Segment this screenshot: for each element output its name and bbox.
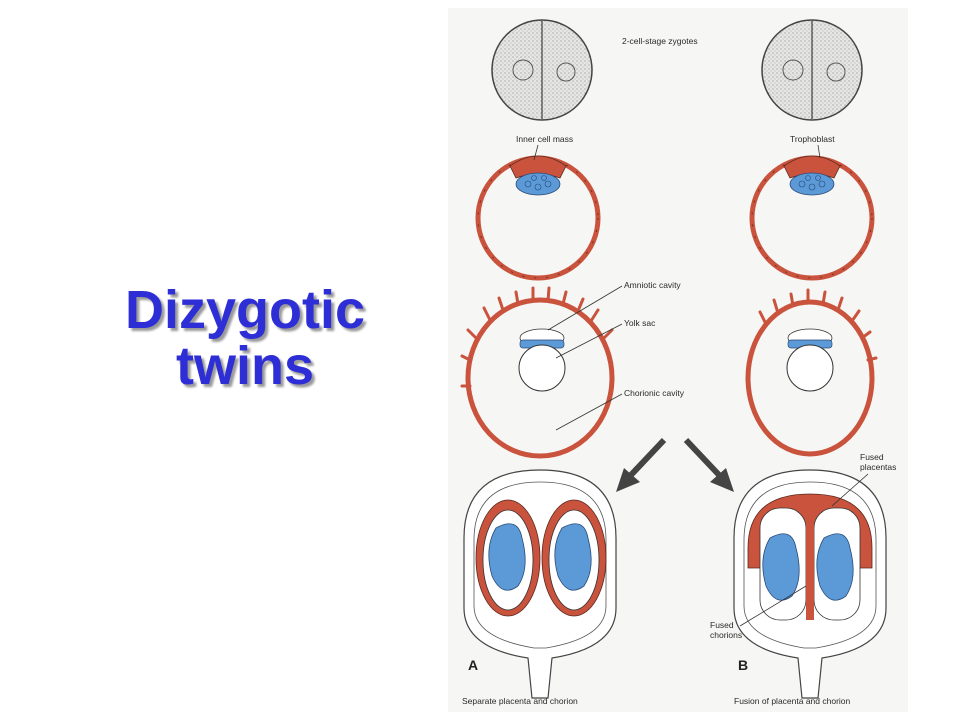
title-line-2: twins — [175, 336, 314, 396]
uterus-a — [463, 469, 617, 699]
panel-a-letter: A — [468, 657, 478, 673]
label-fused-placentas-1: Fused — [860, 452, 884, 462]
label-two-cell: 2-cell-stage zygotes — [622, 36, 698, 46]
zygote-left — [491, 19, 593, 121]
vesicle-right — [745, 288, 878, 457]
label-fused-chorions-2: chorions — [710, 630, 742, 640]
blastocyst-right — [749, 155, 875, 281]
slide-title: Dizygotic twins — [100, 282, 390, 394]
label-fused-placentas-2: placentas — [860, 462, 896, 472]
label-amniotic-cavity: Amniotic cavity — [624, 280, 681, 290]
blastocyst-left — [475, 155, 601, 281]
label-yolk-sac: Yolk sac — [624, 318, 656, 328]
vesicle-left — [460, 286, 615, 459]
dizygotic-twins-diagram: 2-cell-stage zygotes Inner cell mass Tro… — [460, 19, 896, 706]
uterus-b — [733, 469, 887, 699]
panel-b-letter: B — [738, 657, 748, 673]
figure-panel: 2-cell-stage zygotes Inner cell mass Tro… — [448, 8, 908, 712]
caption-b: Fusion of placenta and chorion — [734, 696, 851, 706]
title-line-1: Dizygotic — [124, 280, 366, 340]
label-inner-cell-mass: Inner cell mass — [516, 134, 573, 144]
label-chorionic-cavity: Chorionic cavity — [624, 388, 685, 398]
arrow-right — [683, 437, 734, 492]
caption-a: Separate placenta and chorion — [462, 696, 578, 706]
zygote-right — [761, 19, 863, 121]
arrow-left — [616, 437, 667, 492]
label-trophoblast: Trophoblast — [790, 134, 835, 144]
label-fused-chorions-1: Fused — [710, 620, 734, 630]
